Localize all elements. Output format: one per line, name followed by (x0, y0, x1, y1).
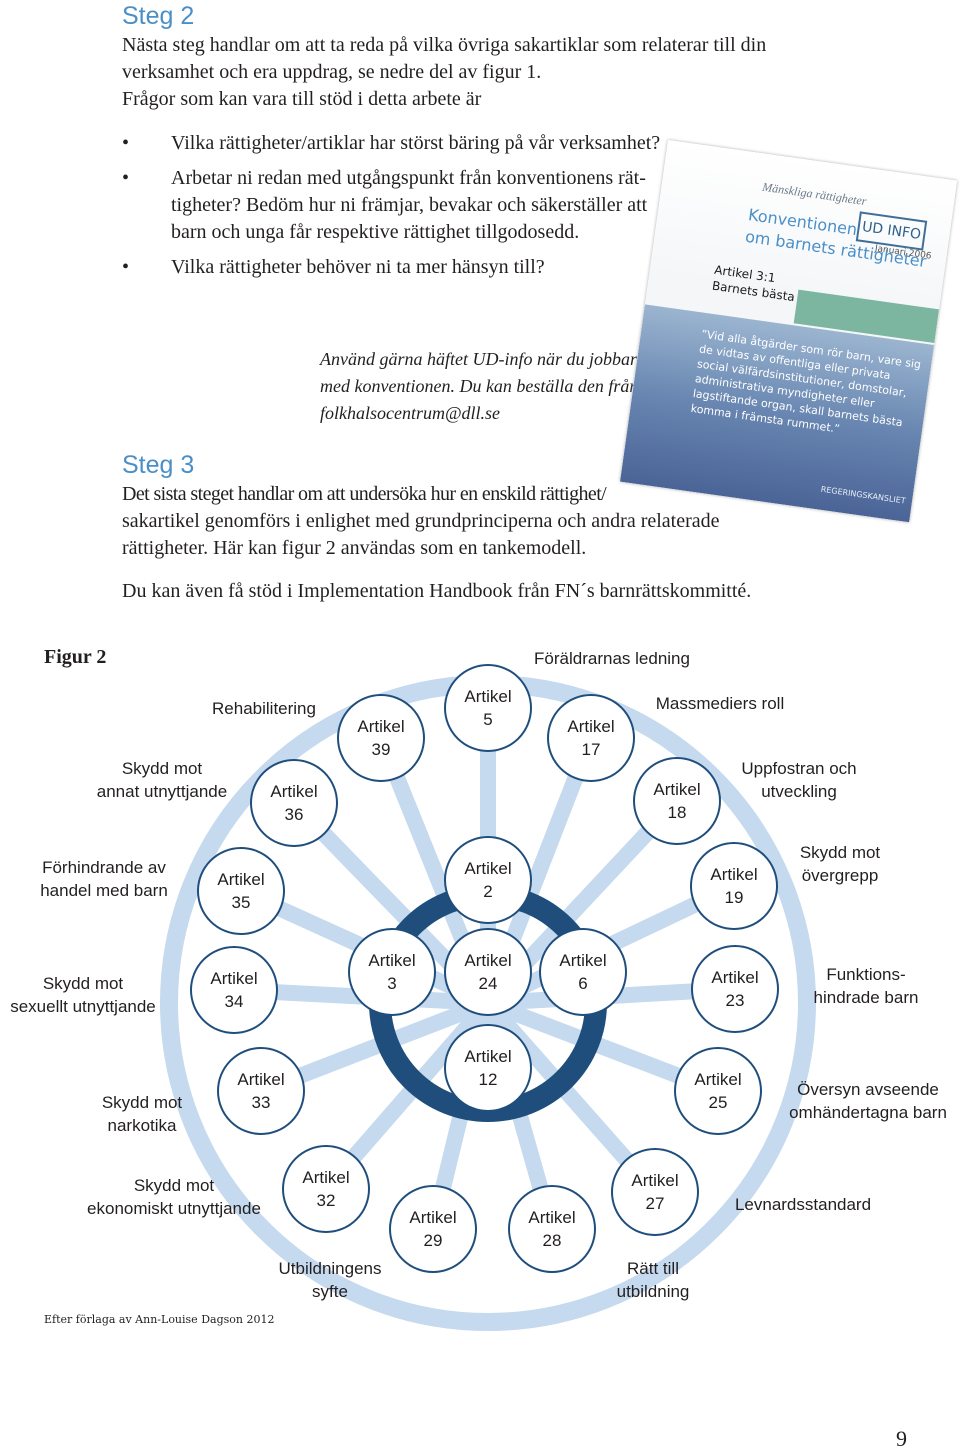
outer-article-circle (548, 695, 634, 781)
figure-source-note: Efter förlaga av Ann-Louise Dagson 2012 (44, 1313, 274, 1326)
core-article-circle (445, 1025, 531, 1111)
outer-article-circle (191, 947, 277, 1033)
outer-article-circle (283, 1146, 369, 1232)
core-article-circle (445, 837, 531, 923)
outer-article-circle (445, 665, 531, 751)
core-article-circle (540, 929, 626, 1015)
page-number: 9 (896, 1426, 907, 1452)
outer-article-circle (634, 758, 720, 844)
outer-article-circle (509, 1186, 595, 1272)
outer-article-circle (612, 1149, 698, 1235)
outer-article-circle (251, 760, 337, 846)
outer-article-circle (338, 695, 424, 781)
outer-article-circle (198, 848, 284, 934)
outer-article-circle (218, 1048, 304, 1134)
core-article-circle (445, 929, 531, 1015)
outer-article-circle (691, 843, 777, 929)
outer-article-circle (675, 1048, 761, 1134)
outer-article-circle (692, 946, 778, 1032)
core-article-circle (349, 929, 435, 1015)
outer-article-circle (390, 1186, 476, 1272)
